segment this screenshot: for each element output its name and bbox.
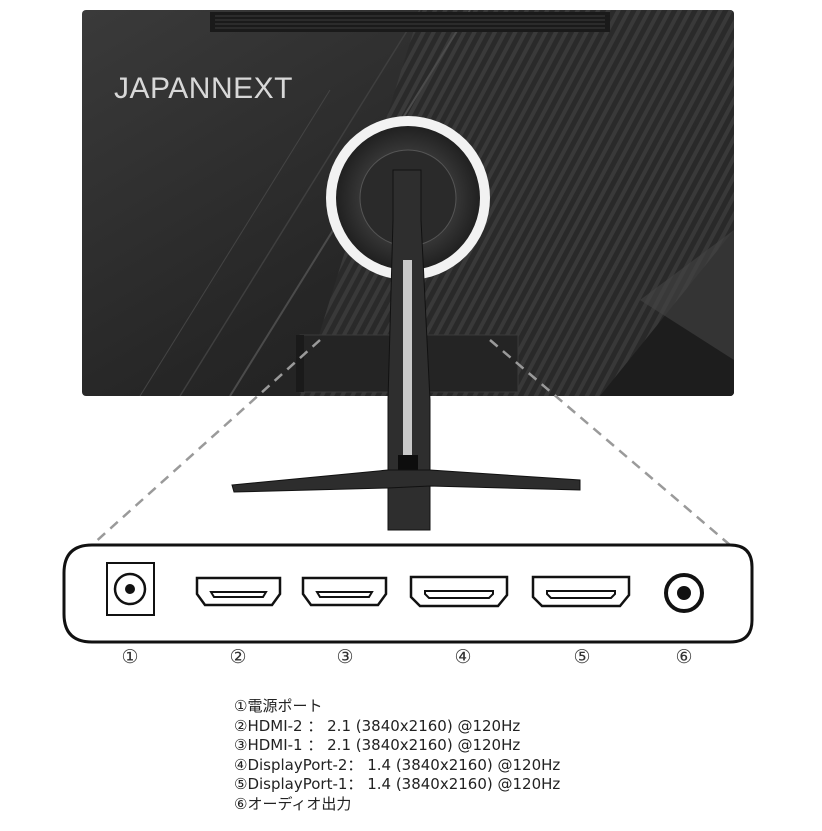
port-number-4: ④: [454, 646, 472, 668]
legend-item-displayport-2: ④DisplayPort-2： 1.4 (3840x2160) @120Hz: [234, 755, 561, 774]
legend-item-power: ①電源ポート: [234, 697, 323, 715]
port-number-6: ⑥: [675, 646, 693, 668]
port-number-1: ①: [121, 646, 139, 668]
monitor-rear-illustration: JAPANNEXT: [62, 10, 754, 644]
port-number-3: ③: [336, 646, 354, 668]
legend-item-hdmi-1: ③HDMI-1 ： 2.1 (3840x2160) @120Hz: [234, 736, 521, 755]
legend-item-displayport-1: ⑤DisplayPort-1： 1.4 (3840x2160) @120Hz: [234, 775, 561, 794]
port-legend: ①電源ポート ②HDMI-2 ： 2.1 (3840x2160) @120Hz …: [234, 697, 654, 815]
brand-logo: JAPANNEXT: [114, 72, 293, 105]
legend-item-audio-out: ⑥オーディオ出力: [234, 794, 352, 813]
port-number-2: ②: [229, 646, 247, 668]
port-number-5: ⑤: [573, 646, 591, 668]
callout-dashed-lines: [91, 339, 731, 546]
stand-hub-ring: [326, 116, 490, 280]
displayport-port-icon: [409, 575, 509, 608]
legend-item-hdmi-2: ②HDMI-2 ： 2.1 (3840x2160) @120Hz: [234, 716, 521, 735]
port-panel-closeup: [62, 543, 754, 644]
hdmi-port-icon: [195, 576, 282, 607]
monitor-stand: [231, 169, 581, 531]
power-port-icon: [106, 562, 155, 616]
audio-jack-icon: [664, 573, 704, 613]
hdmi-port-icon: [301, 576, 388, 607]
displayport-port-icon: [531, 575, 631, 608]
